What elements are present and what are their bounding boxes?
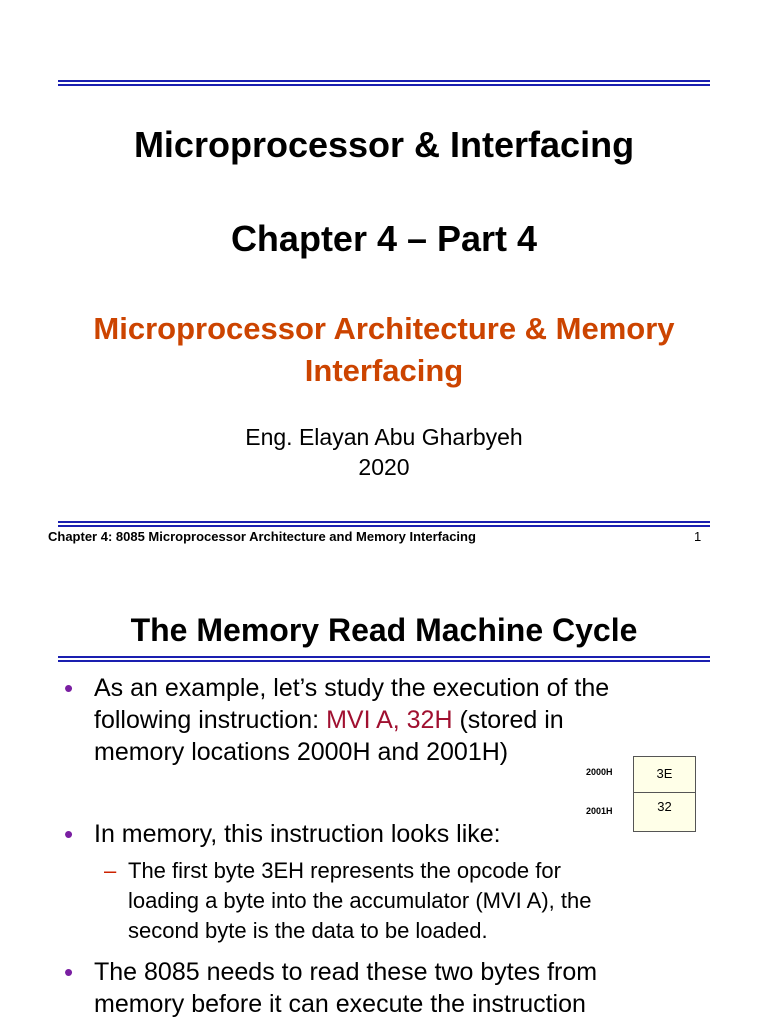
bullet-3: • The 8085 needs to read these two bytes… bbox=[64, 956, 684, 1020]
memory-cell-2001h: 32 bbox=[657, 799, 672, 814]
chapter-title: Chapter 4 – Part 4 bbox=[230, 218, 538, 259]
bullet-3-text: The 8085 needs to read these two bytes f… bbox=[64, 956, 684, 1020]
top-rule bbox=[58, 80, 710, 86]
slide-subtitle: Microprocessor Architecture & Memory Int… bbox=[40, 308, 728, 392]
bullet-3-line-1: The 8085 needs to read these two bytes f… bbox=[94, 958, 598, 986]
memory-address-2001h: 2001H bbox=[586, 806, 613, 816]
slide2-title-rule bbox=[58, 656, 710, 662]
slide2-title: The Memory Read Machine Cycle bbox=[130, 612, 638, 648]
slide-footer: Chapter 4: 8085 Microprocessor Architect… bbox=[48, 529, 476, 544]
sub-bullet-1-text: The first byte 3EH represents the opcode… bbox=[104, 856, 694, 946]
bullet-1-line-1: As an example, let’s study the execution… bbox=[94, 674, 610, 702]
memory-cell-2000h: 3E bbox=[656, 766, 673, 781]
sub-bullet-1-line-3: second byte is the data to be loaded. bbox=[128, 918, 488, 943]
bullet-2: • In memory, this instruction looks like… bbox=[64, 818, 684, 850]
bullet-2-text: In memory, this instruction looks like: bbox=[94, 820, 501, 848]
memory-address-2000h: 2000H bbox=[586, 767, 613, 777]
bullet-marker: • bbox=[64, 819, 74, 849]
subtitle-line-1: Microprocessor Architecture & Memory bbox=[93, 311, 675, 346]
slide-title: Microprocessor & Interfacing bbox=[133, 124, 635, 165]
bullet-marker: • bbox=[64, 957, 74, 987]
bullet-1: • As an example, let’s study the executi… bbox=[64, 672, 684, 768]
bullet-3-line-2: memory before it can execute the instruc… bbox=[94, 990, 586, 1018]
page-number: 1 bbox=[694, 529, 702, 544]
subtitle-line-2: Interfacing bbox=[304, 353, 464, 388]
memory-divider bbox=[634, 792, 695, 793]
bullet-1-line-2-start: following instruction: bbox=[94, 706, 327, 734]
instruction-text: MVI A, 32H bbox=[326, 706, 453, 734]
bullet-1-line-3: memory locations 2000H and 2001H) bbox=[94, 738, 509, 766]
bullet-marker: • bbox=[64, 673, 74, 703]
author-block: Eng. Elayan Abu Gharbyeh 2020 bbox=[0, 422, 768, 482]
memory-table: 3E 32 bbox=[633, 756, 696, 832]
year: 2020 bbox=[358, 454, 410, 480]
bullet-1-text: As an example, let’s study the execution… bbox=[64, 672, 684, 768]
sub-bullet-1: – The first byte 3EH represents the opco… bbox=[104, 856, 694, 946]
author-name: Eng. Elayan Abu Gharbyeh bbox=[245, 424, 523, 450]
sub-bullet-1-line-1: The first byte 3EH represents the opcode… bbox=[128, 858, 561, 883]
footer-rule bbox=[58, 521, 710, 527]
bullet-1-line-2-end: (stored in bbox=[452, 706, 564, 734]
sub-bullet-1-line-2: loading a byte into the accumulator (MVI… bbox=[128, 888, 592, 913]
dash-marker: – bbox=[104, 858, 117, 883]
